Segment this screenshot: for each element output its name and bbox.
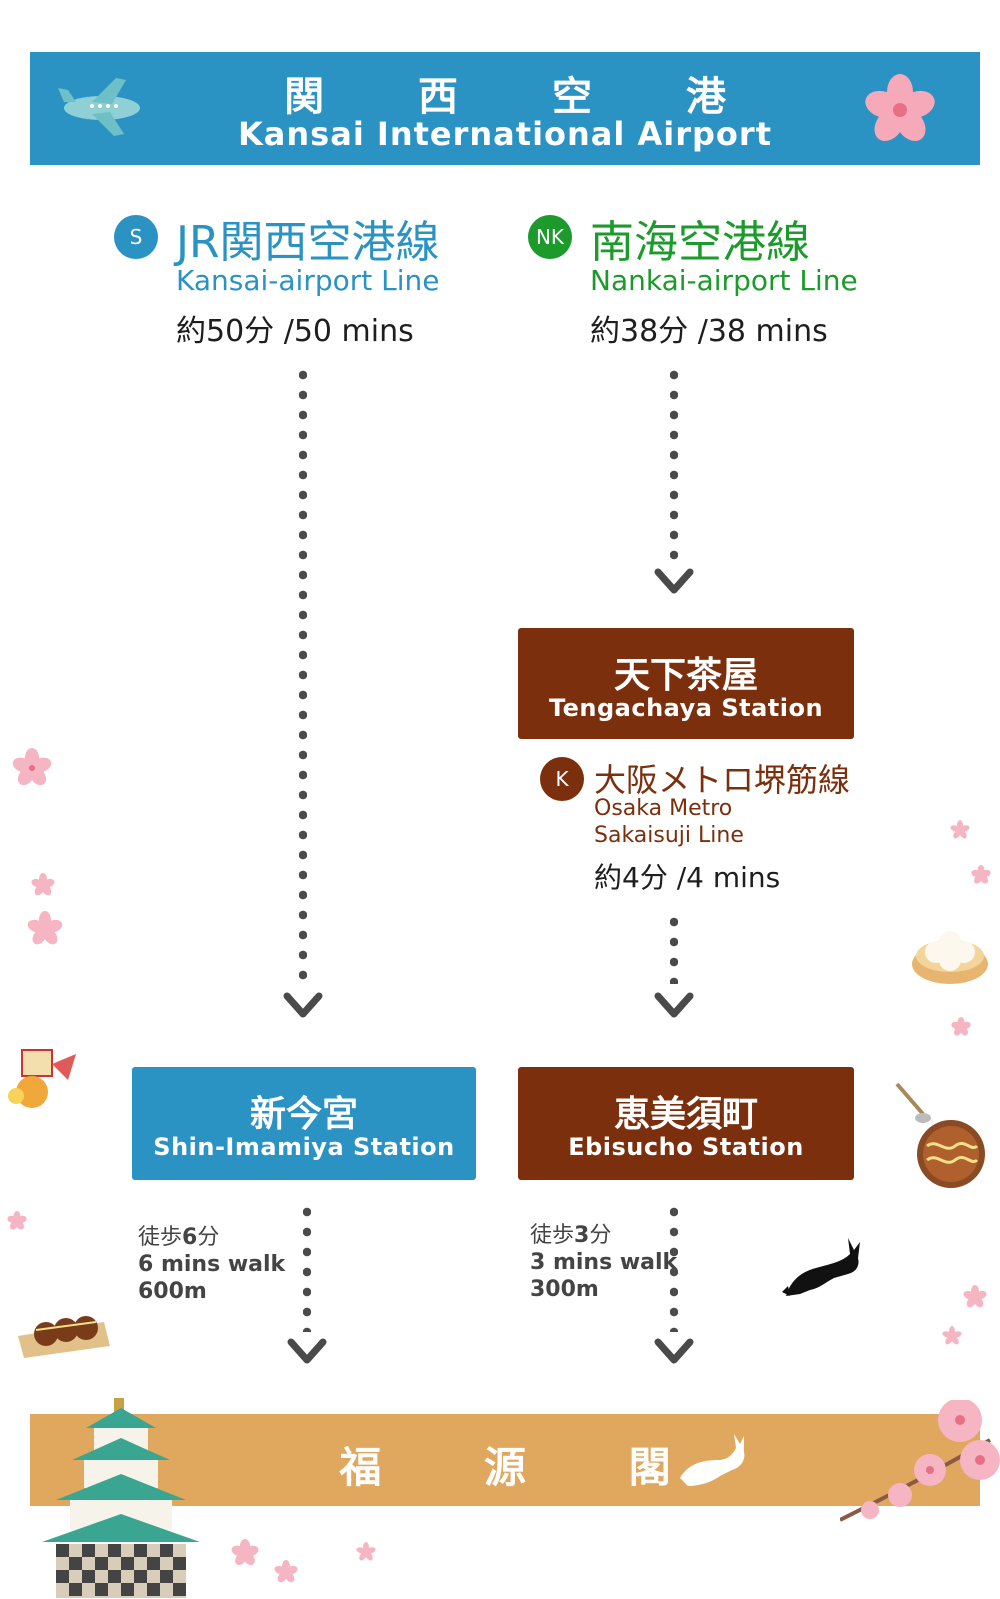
nankai-line-name-en: Nankai-airport Line [590, 264, 858, 297]
nankai-line-name-jp: 南海空港線 [590, 217, 810, 268]
nankai-line-time: 約38分 /38 mins [590, 314, 828, 349]
dumplings-icon [912, 931, 988, 984]
chevron-down-icon [283, 992, 323, 1018]
sakura-icon [231, 1539, 259, 1566]
walk-route-dots-right [670, 1202, 678, 1332]
walk-info-right: 徒歩3分 3 mins walk 300m [530, 1223, 678, 1302]
station-name-jp: 新今宮 [249, 1094, 358, 1135]
jr-line-time: 約50分 /50 mins [176, 314, 414, 349]
walk-time-en: 6 mins walk [138, 1252, 286, 1277]
walk-route-dots-left [303, 1202, 311, 1332]
castle-icon [42, 1398, 200, 1598]
festival-icon [8, 1049, 76, 1108]
station-name-jp: 恵美須町 [613, 1094, 758, 1135]
walk-distance: 600m [138, 1279, 207, 1304]
sakura-icon [356, 1542, 376, 1561]
walk-info-left: 徒歩6分 6 mins walk 600m [138, 1225, 286, 1304]
header-title-jp: 関 西 空 港 [284, 74, 766, 120]
sakura-icon [274, 1560, 298, 1583]
jr-line-name-en: Kansai-airport Line [176, 264, 440, 297]
jr-line-name-jp: JR関西空港線 [176, 217, 440, 268]
chevron-down-icon [654, 992, 694, 1018]
header-title-en: Kansai International Airport [238, 115, 772, 153]
metro-line-name-en-1: Osaka Metro [594, 796, 733, 821]
airplane-icon [58, 78, 140, 136]
sakura-icon [7, 1211, 27, 1230]
destination-banner: 福 源 閣 [30, 1414, 980, 1506]
metro-line-name-en-2: Sakaisuji Line [594, 823, 744, 848]
sakura-icon [31, 873, 55, 896]
station-name-en: Tengachaya Station [548, 694, 824, 722]
sakura-icon [840, 1400, 1000, 1522]
takoyaki-icon [18, 1316, 110, 1358]
station-ebisucho: 恵美須町 Ebisucho Station [518, 1067, 854, 1180]
nankai-route-dots [670, 365, 678, 565]
chevron-down-icon [287, 1338, 327, 1364]
station-name-en: Shin-Imamiya Station [153, 1133, 455, 1161]
metro-route-dots [670, 912, 678, 984]
sakura-icon [27, 911, 63, 945]
jr-route-dots [299, 365, 307, 985]
sakura-icon [971, 865, 991, 884]
station-name-en: Ebisucho Station [568, 1133, 804, 1161]
sakura-icon [942, 1326, 962, 1345]
sakura-icon [950, 820, 970, 839]
jr-line-badge: S [114, 215, 158, 259]
rabbit-icon [680, 1434, 745, 1486]
sakura-icon [951, 1017, 971, 1036]
destination-title-jp: 福 源 閣 [339, 1443, 715, 1492]
okonomiyaki-icon [895, 1082, 985, 1188]
header-banner: 関 西 空 港 Kansai International Airport [30, 52, 980, 165]
station-shin-imamiya: 新今宮 Shin-Imamiya Station [132, 1067, 476, 1180]
metro-line-name-jp: 大阪メトロ堺筋線 [594, 761, 851, 799]
metro-line-badge: K [540, 757, 584, 801]
chevron-down-icon [654, 568, 694, 594]
sakura-icon [865, 74, 935, 142]
sakura-icon [963, 1285, 987, 1308]
walk-time-en: 3 mins walk [530, 1250, 678, 1275]
metro-line-time: 約4分 /4 mins [594, 861, 781, 894]
walk-distance: 300m [530, 1277, 599, 1302]
station-tengachaya: 天下茶屋 Tengachaya Station [518, 628, 854, 739]
sakura-icon [12, 748, 52, 786]
rabbit-icon [782, 1238, 860, 1296]
station-name-jp: 天下茶屋 [613, 655, 758, 696]
nankai-line-badge: NK [528, 215, 572, 259]
chevron-down-icon [654, 1338, 694, 1364]
